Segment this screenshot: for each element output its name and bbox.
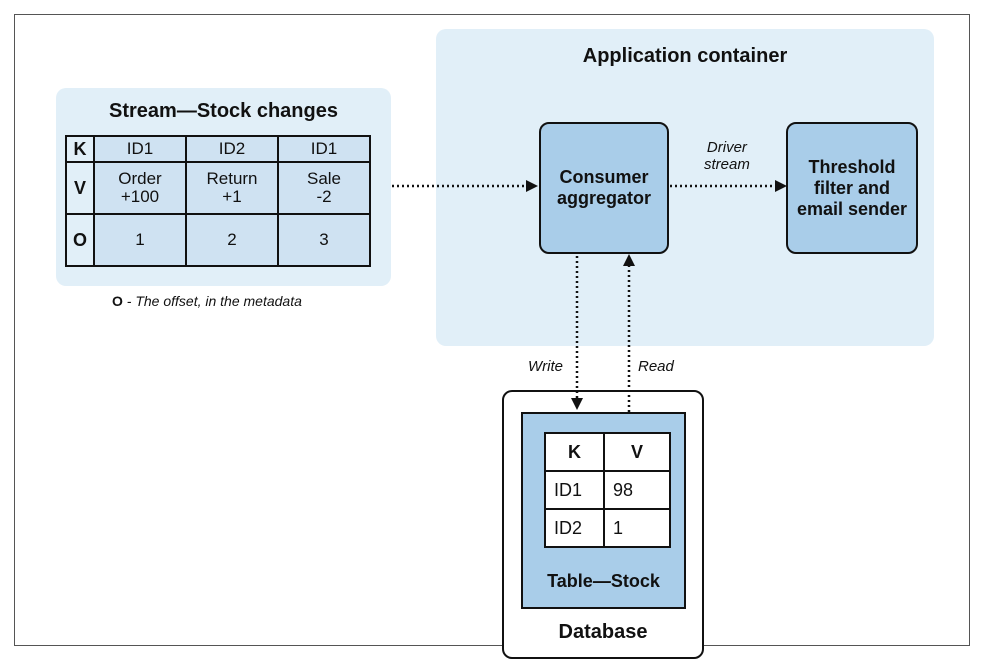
- value-line: +1: [222, 187, 242, 206]
- figure-frame: [14, 14, 970, 646]
- stream-key-cell: ID1: [93, 135, 187, 163]
- stream-value-cell: Sale -2: [277, 161, 371, 215]
- application-container-title: Application container: [582, 45, 788, 67]
- driver-label-line: stream: [704, 156, 750, 173]
- stock-header-row: K V: [544, 432, 671, 472]
- stream-table: K ID1 ID2 ID1 V Order +100 Return +1 Sal…: [65, 135, 371, 267]
- row-key-k: K: [65, 135, 95, 163]
- stream-title: Stream—Stock changes: [109, 100, 338, 122]
- stock-table-panel: K V ID1 98 ID2 1 Table—Stock: [521, 412, 686, 609]
- threshold-line: email sender: [796, 198, 908, 219]
- stock-key-cell: ID2: [544, 508, 605, 548]
- driver-label-line: Driver: [706, 139, 747, 156]
- value-line: Order: [118, 169, 162, 188]
- stock-header-k: K: [544, 432, 605, 472]
- table-row: ID2 1: [544, 508, 671, 548]
- stock-key-cell: ID1: [544, 470, 605, 510]
- consumer-line: Consumer: [559, 167, 649, 187]
- stream-offset-cell: 3: [277, 213, 371, 267]
- stream-value-row: V Order +100 Return +1 Sale -2: [65, 161, 371, 215]
- threshold-line: filter and: [813, 177, 890, 198]
- row-key-o: O: [65, 213, 95, 267]
- row-key-v: V: [65, 161, 95, 215]
- legend-key: O: [112, 293, 123, 309]
- stream-value-cell: Return +1: [185, 161, 279, 215]
- stock-header-v: V: [603, 432, 671, 472]
- value-line: +100: [120, 187, 160, 206]
- stream-value-cell: Order +100: [93, 161, 187, 215]
- stream-key-row: K ID1 ID2 ID1: [65, 135, 371, 163]
- threshold-filter-node: Threshold filter and email sender: [786, 122, 918, 254]
- value-line: Sale: [306, 169, 342, 188]
- offset-legend: O - The offset, in the metadata: [112, 293, 302, 309]
- stock-value-cell: 1: [603, 508, 671, 548]
- read-arrowhead: [623, 254, 635, 266]
- database-label: Database: [558, 621, 648, 643]
- write-arrowhead: [571, 398, 583, 410]
- stock-table-caption: Table—Stock: [547, 571, 660, 591]
- value-line: -2: [316, 187, 332, 206]
- driver-stream-arrowhead: [775, 180, 787, 192]
- database-box: K V ID1 98 ID2 1 Table—Stock Database: [502, 390, 704, 659]
- write-label: Write: [528, 358, 563, 375]
- consumer-aggregator-node: Consumer aggregator: [539, 122, 669, 254]
- legend-text: - The offset, in the metadata: [122, 293, 302, 309]
- stock-value-cell: 98: [603, 470, 671, 510]
- stream-to-consumer-arrowhead: [526, 180, 538, 192]
- stream-panel: Stream—Stock changes K ID1 ID2 ID1 V Ord…: [56, 88, 391, 286]
- stream-offset-cell: 1: [93, 213, 187, 267]
- stock-table: K V ID1 98 ID2 1: [544, 432, 671, 548]
- consumer-line: aggregator: [556, 188, 652, 208]
- threshold-line: Threshold: [808, 156, 896, 177]
- stream-offset-cell: 2: [185, 213, 279, 267]
- value-line: Return: [206, 169, 258, 188]
- stream-key-cell: ID1: [277, 135, 371, 163]
- table-row: ID1 98: [544, 470, 671, 510]
- stream-key-cell: ID2: [185, 135, 279, 163]
- read-label: Read: [638, 358, 674, 375]
- driver-stream-label: Driver stream: [704, 139, 750, 173]
- stream-offset-row: O 1 2 3: [65, 213, 371, 267]
